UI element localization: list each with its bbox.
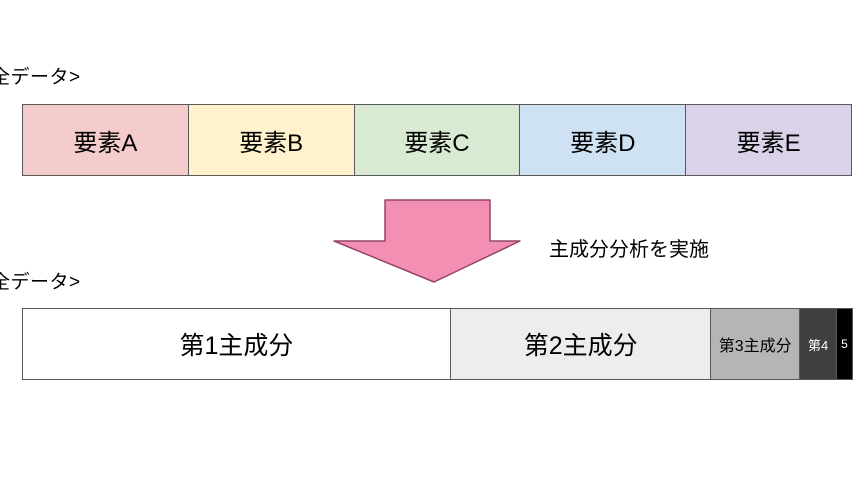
element-box-c: 要素C bbox=[353, 105, 520, 175]
element-box-b: 要素B bbox=[187, 105, 354, 175]
dataset-label-top: 全データ> bbox=[0, 67, 81, 88]
component-box-pc4: 第4 bbox=[799, 309, 837, 379]
element-box-a: 要素A bbox=[23, 105, 188, 175]
component-box-pc5: 5 bbox=[836, 309, 852, 379]
components-row: 第1主成分 第2主成分 第3主成分 第4 5 bbox=[22, 308, 853, 380]
component-box-pc1: 第1主成分 bbox=[23, 309, 450, 379]
element-box-e: 要素E bbox=[685, 105, 851, 175]
down-arrow-shape bbox=[333, 199, 521, 283]
down-arrow-icon bbox=[333, 199, 521, 283]
pca-transform-arrow bbox=[333, 199, 521, 283]
dataset-label-bottom: 全データ> bbox=[0, 272, 81, 293]
arrow-caption: 主成分分析を実施 bbox=[549, 239, 709, 261]
component-box-pc2: 第2主成分 bbox=[449, 309, 711, 379]
elements-row: 要素A 要素B 要素C 要素D 要素E bbox=[22, 104, 852, 176]
component-box-pc3: 第3主成分 bbox=[710, 309, 800, 379]
element-box-d: 要素D bbox=[519, 105, 686, 175]
